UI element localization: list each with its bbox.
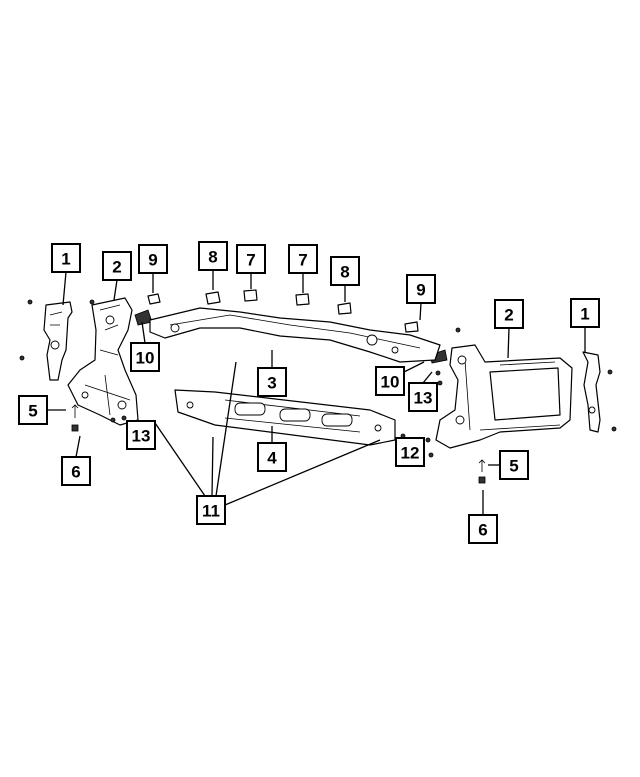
callout-box	[408, 382, 438, 412]
callout-number: 8	[208, 248, 217, 267]
callout-number: 12	[401, 444, 420, 463]
callout-box	[499, 450, 529, 480]
leader-line	[141, 321, 146, 344]
callout-10: 10	[375, 366, 405, 396]
callout-5: 5	[499, 450, 529, 480]
callout-box	[570, 298, 600, 328]
callout-11: 11	[196, 495, 226, 525]
part-right-headlamp-mount	[435, 344, 573, 449]
callout-8: 8	[330, 256, 360, 286]
part-upper-crossmember	[149, 307, 441, 363]
callout-box	[51, 243, 81, 273]
callout-6: 6	[468, 514, 498, 544]
callout-box	[375, 366, 405, 396]
callout-12: 12	[395, 437, 425, 467]
callout-box	[138, 244, 168, 274]
callout-number: 13	[414, 389, 433, 408]
callout-3: 3	[257, 367, 287, 397]
leader-lines	[47, 270, 586, 515]
callout-box	[102, 251, 132, 281]
callout-2: 2	[102, 251, 132, 281]
callout-box	[406, 274, 436, 304]
callout-number: 13	[132, 427, 151, 446]
callout-box	[395, 437, 425, 467]
callout-box	[196, 495, 226, 525]
callout-box	[18, 395, 48, 425]
callout-number: 11	[202, 502, 220, 521]
leader-line	[75, 435, 81, 458]
callout-7: 7	[288, 244, 318, 274]
leader-line	[419, 302, 422, 321]
callout-number: 8	[340, 263, 349, 282]
callout-1: 1	[51, 243, 81, 273]
callout-number: 6	[71, 463, 80, 482]
leader-line	[507, 327, 510, 359]
callout-box	[257, 367, 287, 397]
callout-box	[257, 442, 287, 472]
leader-line	[224, 439, 381, 506]
callout-number: 4	[267, 449, 277, 468]
callout-2: 2	[494, 299, 524, 329]
callout-6: 6	[61, 456, 91, 486]
callout-number: 9	[148, 251, 157, 270]
part-left-bracket	[19, 299, 73, 381]
callout-box	[288, 244, 318, 274]
callout-number: 1	[580, 305, 589, 324]
callout-number: 10	[381, 373, 400, 392]
leader-line	[403, 361, 425, 373]
callout-box	[126, 420, 156, 450]
callout-box	[236, 244, 266, 274]
callout-number: 10	[136, 349, 155, 368]
callout-number: 6	[478, 521, 487, 540]
callout-box	[468, 514, 498, 544]
callout-number: 7	[246, 251, 255, 270]
callout-5: 5	[18, 395, 48, 425]
part-lower-crossmember	[174, 389, 396, 446]
leader-line	[152, 419, 206, 497]
callout-9: 9	[406, 274, 436, 304]
callout-number: 9	[416, 281, 425, 300]
callout-number: 5	[28, 402, 37, 421]
callout-box	[330, 256, 360, 286]
leader-line	[422, 371, 433, 384]
leader-line	[113, 279, 118, 301]
callout-9: 9	[138, 244, 168, 274]
callout-number: 7	[298, 251, 307, 270]
callout-box	[494, 299, 524, 329]
callout-box	[198, 241, 228, 271]
callout-10: 10	[130, 342, 160, 372]
part-right-bracket	[582, 351, 601, 433]
callout-box	[61, 456, 91, 486]
callout-13: 13	[408, 382, 438, 412]
callout-number: 5	[509, 457, 518, 476]
callout-number: 2	[504, 306, 513, 325]
part-left-headlamp-mount	[67, 297, 139, 426]
callout-box	[130, 342, 160, 372]
callout-1: 1	[570, 298, 600, 328]
part-clips	[71, 289, 617, 484]
callout-number: 2	[112, 258, 121, 277]
callout-8: 8	[198, 241, 228, 271]
leader-line	[62, 271, 67, 306]
leader-line	[215, 361, 237, 497]
callout-number: 1	[61, 250, 70, 269]
callout-number: 3	[267, 374, 276, 393]
callout-7: 7	[236, 244, 266, 274]
callout-4: 4	[257, 442, 287, 472]
callout-13: 13	[126, 420, 156, 450]
leader-line	[211, 436, 214, 497]
